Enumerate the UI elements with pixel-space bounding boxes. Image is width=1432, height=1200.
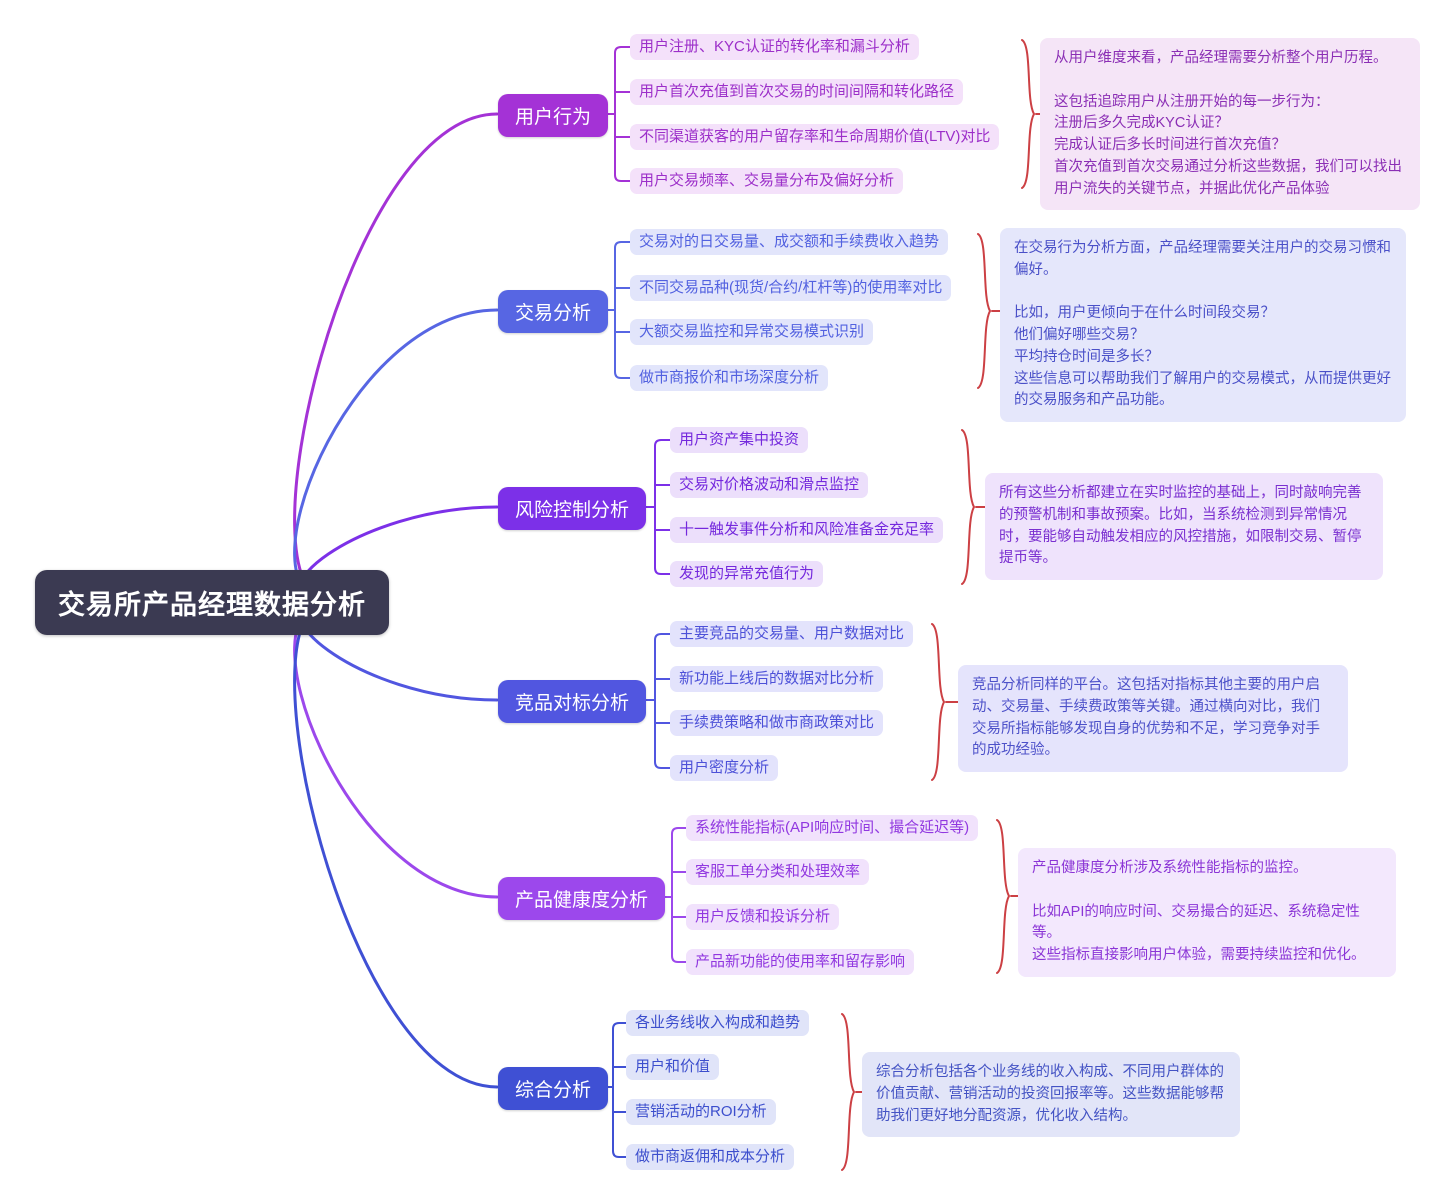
brace-1 bbox=[1021, 39, 1036, 189]
branch-node[interactable]: 交易分析 bbox=[498, 290, 609, 333]
branch-item[interactable]: 新功能上线后的数据对比分析 bbox=[670, 666, 884, 692]
branch-item[interactable]: 用户注册、KYC认证的转化率和漏斗分析 bbox=[630, 34, 919, 60]
branch-item[interactable]: 做市商返佣和成本分析 bbox=[626, 1144, 795, 1170]
branch-item[interactable]: 手续费策略和做市商政策对比 bbox=[670, 710, 884, 736]
brace-4 bbox=[931, 623, 946, 781]
curve-branch-5 bbox=[293, 599, 499, 899]
note-braces bbox=[841, 39, 1041, 1171]
branch-node[interactable]: 风险控制分析 bbox=[498, 487, 647, 530]
branch-item[interactable]: 发现的异常充值行为 bbox=[670, 561, 824, 587]
branch-note[interactable]: 在交易行为分析方面，产品经理需要关注用户的交易习惯和偏好。 比如，用户更倾向于在… bbox=[1000, 228, 1406, 422]
branch-node[interactable]: 竞品对标分析 bbox=[498, 680, 647, 723]
branch-item[interactable]: 做市商报价和市场深度分析 bbox=[630, 365, 829, 391]
branch-item[interactable]: 不同交易品种(现货/合约/杠杆等)的使用率对比 bbox=[630, 275, 952, 301]
branch-item[interactable]: 产品新功能的使用率和留存影响 bbox=[686, 949, 915, 975]
curve-branch-1 bbox=[293, 112, 499, 603]
branch-item[interactable]: 主要竞品的交易量、用户数据对比 bbox=[670, 621, 914, 647]
curve-branch-6 bbox=[293, 599, 499, 1089]
branch-node[interactable]: 用户行为 bbox=[498, 94, 609, 137]
branch-node[interactable]: 产品健康度分析 bbox=[498, 877, 666, 920]
branch-item[interactable]: 各业务线收入构成和趋势 bbox=[626, 1010, 810, 1036]
branch-item[interactable]: 用户反馈和投诉分析 bbox=[686, 904, 840, 930]
branch-item[interactable]: 十一触发事件分析和风险准备金充足率 bbox=[670, 517, 944, 543]
branch-note[interactable]: 产品健康度分析涉及系统性能指标的监控。 比如API的响应时间、交易撮合的延迟、系… bbox=[1018, 848, 1396, 977]
branch-item[interactable]: 用户和价值 bbox=[626, 1054, 720, 1080]
branch-item[interactable]: 营销活动的ROI分析 bbox=[626, 1099, 776, 1125]
branch-item[interactable]: 不同渠道获客的用户留存率和生命周期价值(LTV)对比 bbox=[630, 124, 1000, 150]
branch-note[interactable]: 竞品分析同样的平台。这包括对指标其他主要的用户启动、交易量、手续费政策等关键。通… bbox=[958, 665, 1348, 772]
branch-item[interactable]: 交易对的日交易量、成交额和手续费收入趋势 bbox=[630, 229, 949, 255]
brace-3 bbox=[961, 429, 976, 585]
branch-node[interactable]: 综合分析 bbox=[498, 1067, 609, 1110]
brace-5 bbox=[996, 819, 1011, 974]
branch-note[interactable]: 从用户维度来看，产品经理需要分析整个用户历程。 这包括追踪用户从注册开始的每一步… bbox=[1040, 38, 1420, 211]
branch-note[interactable]: 综合分析包括各个业务线的收入构成、不同用户群体的价值贡献、营销活动的投资回报率等… bbox=[862, 1052, 1240, 1138]
branch-item[interactable]: 用户资产集中投资 bbox=[670, 427, 809, 453]
brace-2 bbox=[977, 233, 992, 389]
central-topic[interactable]: 交易所产品经理数据分析 bbox=[35, 570, 389, 635]
branch-note[interactable]: 所有这些分析都建立在实时监控的基础上，同时敲响完善的预警机制和事故预案。比如，当… bbox=[985, 473, 1383, 580]
branch-item[interactable]: 系统性能指标(API响应时间、撮合延迟等) bbox=[686, 815, 979, 841]
branch-item[interactable]: 客服工单分类和处理效率 bbox=[686, 859, 870, 885]
branch-item[interactable]: 用户密度分析 bbox=[670, 755, 779, 781]
branch-item[interactable]: 大额交易监控和异常交易模式识别 bbox=[630, 319, 874, 345]
branch-item[interactable]: 用户交易频率、交易量分布及偏好分析 bbox=[630, 168, 904, 194]
branch-item[interactable]: 交易对价格波动和滑点监控 bbox=[670, 472, 869, 498]
branch-item[interactable]: 用户首次充值到首次交易的时间间隔和转化路径 bbox=[630, 79, 964, 105]
brace-6 bbox=[841, 1013, 856, 1171]
